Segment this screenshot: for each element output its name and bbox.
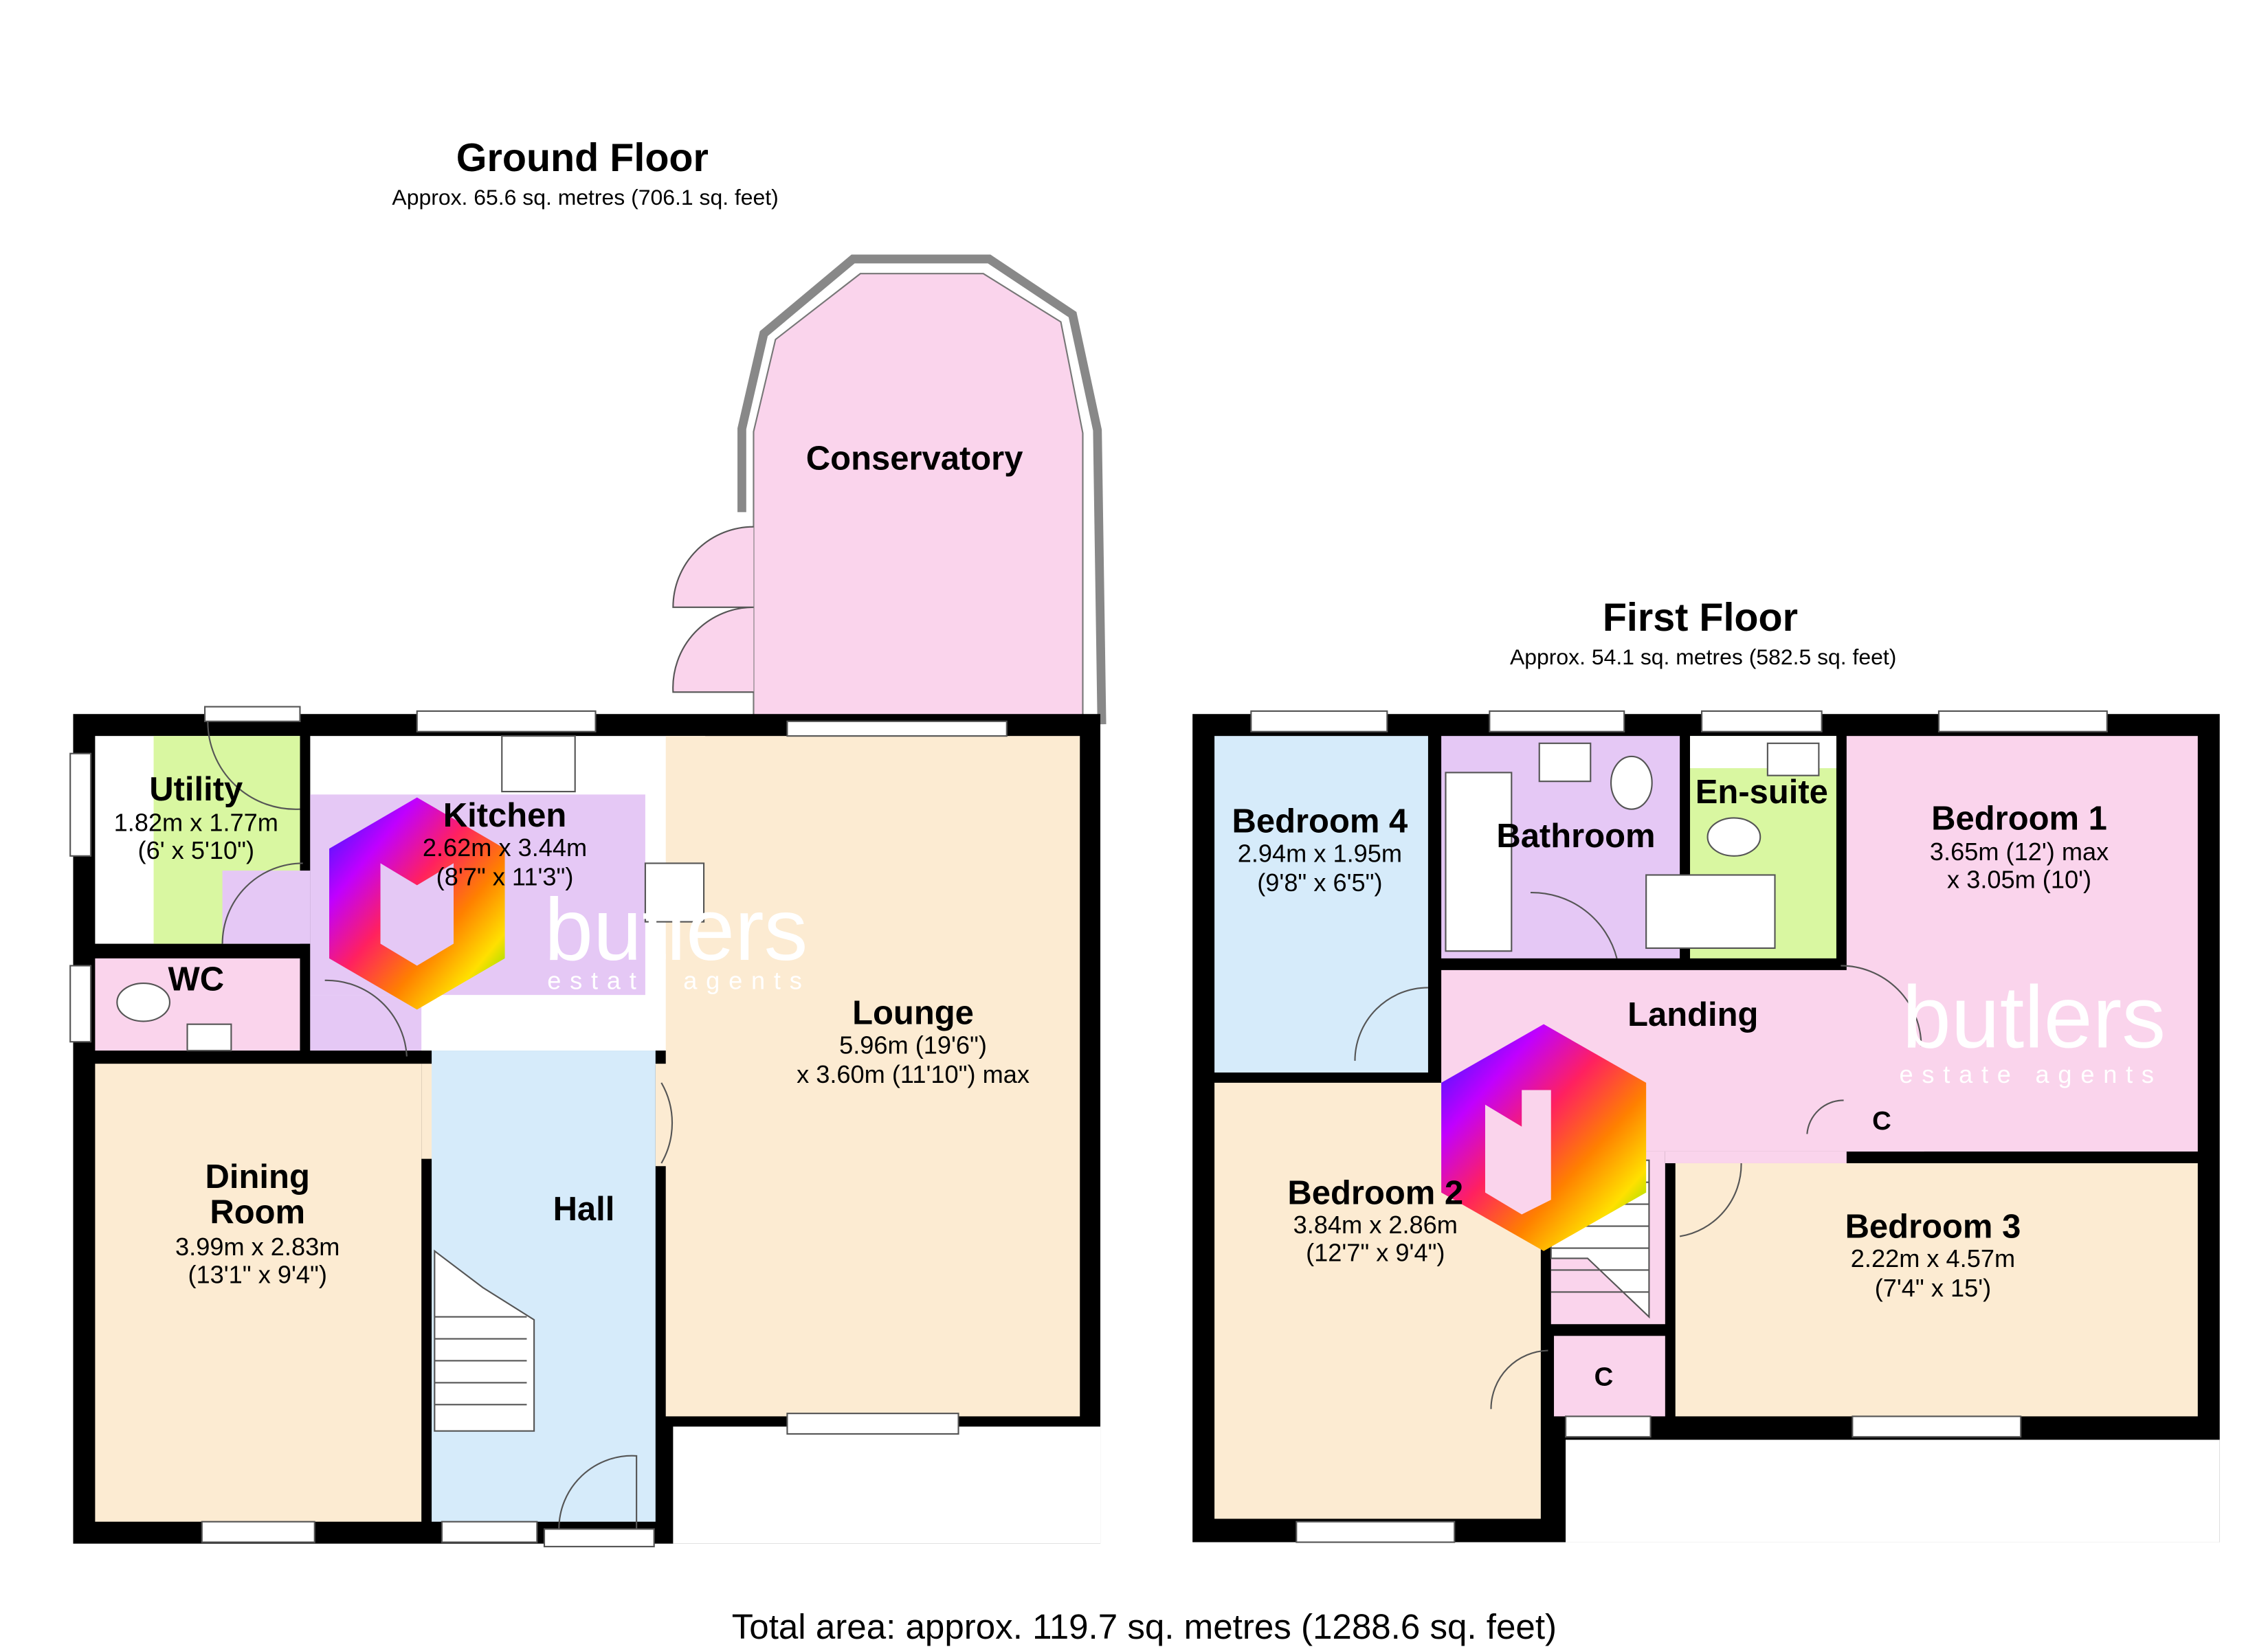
dining-dim-m: 3.99m x 2.83m xyxy=(175,1233,340,1261)
doors xyxy=(1354,891,1922,1409)
windows xyxy=(1250,710,2108,1543)
conservatory-door xyxy=(672,526,754,693)
watermark-logo xyxy=(329,797,505,1010)
bedroom3-label: Bedroom 3 xyxy=(1845,1209,2021,1246)
utility-label: Utility xyxy=(149,771,243,808)
bedroom3-room xyxy=(1675,1163,2198,1417)
dining-label-2: Room xyxy=(210,1193,305,1231)
total-area: Total area: approx. 119.7 sq. metres (12… xyxy=(732,1607,1557,1646)
doors xyxy=(207,721,674,1529)
bedroom4-dim-m: 2.94m x 1.95m xyxy=(1238,839,1402,867)
first-floor-plan: butlers estate agents Bedroom 4 2.94m x … xyxy=(1192,710,2220,1543)
bathroom-label: Bathroom xyxy=(1496,818,1655,855)
bedroom3-dim-ft: (7'4" x 15') xyxy=(1875,1274,1991,1302)
bedroom1-dim-m: 3.65m (12') max xyxy=(1930,838,2109,866)
cupboard-room xyxy=(1851,1075,1917,1152)
conservatory-room xyxy=(753,273,1084,726)
staircase xyxy=(434,1249,535,1432)
dining-label: Dining xyxy=(205,1158,310,1196)
windows xyxy=(69,706,1008,1547)
bedroom4-dim-ft: (9'8" x 6'5") xyxy=(1257,868,1382,897)
conservatory-label: Conservatory xyxy=(806,440,1023,478)
kitchen-dim-m: 2.62m x 3.44m xyxy=(423,833,587,862)
kitchen-label: Kitchen xyxy=(443,797,567,834)
ground-floor-area: Approx. 65.6 sq. metres (706.1 sq. feet) xyxy=(392,185,778,210)
watermark-tagline: estate agents xyxy=(547,967,810,995)
landing-label: Landing xyxy=(1627,996,1758,1033)
bedroom2-dim-m: 3.84m x 2.86m xyxy=(1293,1211,1458,1239)
kitchen-dim-ft: (8'7" x 11'3") xyxy=(436,862,574,890)
watermark-brand: butlers xyxy=(544,881,808,979)
dining-dim-ft: (13'1" x 9'4") xyxy=(188,1261,326,1289)
utility-dim-ft: (6' x 5'10") xyxy=(138,836,254,864)
bedroom1-label: Bedroom 1 xyxy=(1931,800,2107,837)
bedroom3-dim-m: 2.22m x 4.57m xyxy=(1851,1244,2015,1272)
utility-dim-m: 1.82m x 1.77m xyxy=(114,809,278,837)
bedroom2-label: Bedroom 2 xyxy=(1287,1175,1463,1212)
bedroom4-room xyxy=(1214,736,1428,1073)
hall-label: Hall xyxy=(553,1191,615,1228)
wc-label: WC xyxy=(168,961,224,998)
watermark-brand: butlers xyxy=(1902,969,2166,1067)
cupboard-label: C xyxy=(1872,1106,1891,1136)
conservatory-frame xyxy=(737,254,1107,725)
watermark-logo xyxy=(1441,1024,1647,1251)
ground-floor-plan: butlers estate agents Conservatory Utili… xyxy=(69,254,1107,1547)
lounge-dim-m: 5.96m (19'6") xyxy=(839,1031,987,1059)
dining-room xyxy=(95,1064,422,1522)
bedroom4-label: Bedroom 4 xyxy=(1232,803,1408,840)
first-floor-area: Approx. 54.1 sq. metres (582.5 sq. feet) xyxy=(1510,644,1896,669)
lounge-dim-ft: x 3.60m (11'10") max xyxy=(797,1060,1030,1088)
lounge-label: Lounge xyxy=(852,995,974,1032)
first-floor-title: First Floor xyxy=(1603,596,1798,640)
bedroom2-dim-ft: (12'7" x 9'4") xyxy=(1306,1239,1445,1267)
cupboard-room-2 xyxy=(1554,1336,1665,1417)
ground-floor-title: Ground Floor xyxy=(456,136,709,180)
ensuite-label: En-suite xyxy=(1696,774,1828,811)
cupboard-label-2: C xyxy=(1594,1362,1614,1392)
watermark-tagline: estate agents xyxy=(1899,1060,2162,1088)
bedroom1-dim-ft: x 3.05m (10') xyxy=(1947,866,2091,894)
lounge-room xyxy=(665,736,1080,1417)
